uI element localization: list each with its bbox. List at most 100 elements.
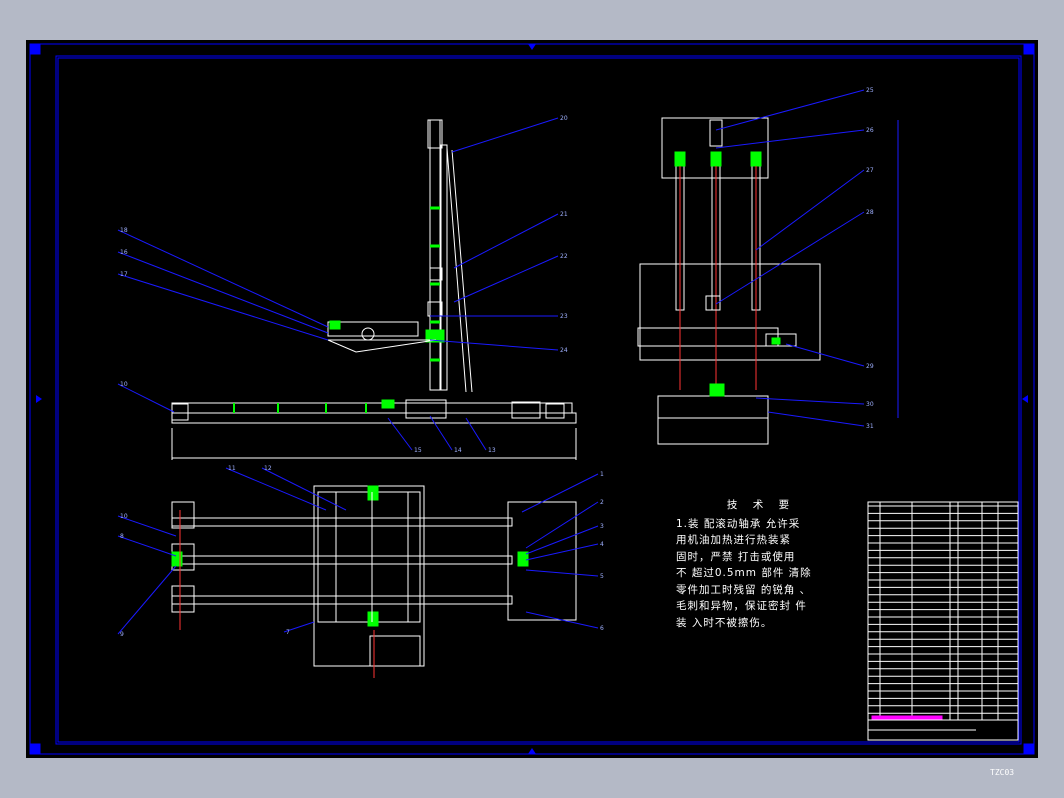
balloon-number: 21 [560, 211, 568, 218]
end-column-cap [674, 151, 686, 167]
leader-line [117, 251, 329, 334]
technical-requirement-line: 1.装 配滚动轴承 允许采 [676, 517, 801, 530]
column-top-block [427, 119, 443, 149]
balloon-number: 13 [488, 447, 496, 454]
top-right-marker [517, 551, 529, 567]
top-end-marker [171, 551, 183, 567]
leader-line [117, 383, 175, 413]
top-end-block [171, 585, 195, 613]
balloon-number: 8 [120, 533, 124, 540]
base-motor [511, 401, 541, 419]
column-slider [429, 267, 443, 281]
top-rail [171, 595, 513, 605]
leader-line [225, 467, 327, 511]
technical-requirement-line: 固时，严禁 打击或使用 [676, 550, 796, 563]
parts-list [867, 501, 1019, 741]
balloon-number: 25 [866, 87, 874, 94]
outer-border [29, 43, 1035, 755]
end-motor-marker [771, 337, 781, 345]
top-rail [171, 517, 513, 527]
balloon-number: 30 [866, 401, 874, 408]
balloon-number: 11 [228, 465, 236, 472]
column-brace [446, 147, 467, 393]
leader-line [283, 621, 315, 633]
balloon-number: 1 [600, 471, 604, 478]
balloon-number: 22 [560, 253, 568, 260]
center-mark [1022, 395, 1028, 403]
top-motor [369, 635, 421, 667]
top-rail [171, 555, 513, 565]
balloon-number: 17 [120, 271, 128, 278]
leader-line [117, 535, 177, 557]
base-motor-2 [545, 403, 565, 419]
end-foot [657, 417, 769, 445]
leader-line [715, 129, 865, 149]
balloon-number: 3 [600, 523, 604, 530]
leader-line [715, 211, 865, 305]
leader-line [453, 255, 559, 303]
center-mark [528, 748, 536, 754]
balloon-number: 12 [264, 465, 272, 472]
balloon-number: 16 [120, 249, 128, 256]
slider-highlight [425, 329, 445, 343]
leader-line [715, 89, 865, 131]
center-mark [528, 44, 536, 50]
carriage-marker [381, 399, 395, 409]
balloon-number: 31 [866, 423, 874, 430]
corner-mark [1023, 43, 1035, 55]
arm [327, 321, 419, 337]
leader-line [525, 611, 599, 629]
leader-line [525, 501, 599, 549]
leader-line [767, 411, 865, 427]
leader-line [117, 229, 329, 328]
end-top-frame [661, 117, 769, 179]
leader-line [117, 565, 177, 635]
leader-line [429, 339, 559, 351]
column-brace [451, 149, 473, 393]
balloon-number: 7 [286, 629, 290, 636]
balloon-number: 4 [600, 541, 604, 548]
balloon-number: 2 [600, 499, 604, 506]
balloon-number: 10 [120, 381, 128, 388]
drawing-number: TZC03 [990, 768, 1015, 777]
balloon-number: 28 [866, 209, 874, 216]
column [429, 119, 441, 391]
balloon-number: 15 [414, 447, 422, 454]
end-top-block [709, 119, 723, 147]
technical-requirements: 技 术 要 1.装 配滚动轴承 允许采 用机油加热进行热装紧 固时，严禁 打击或… [676, 497, 846, 631]
technical-requirements-title: 技 术 要 [726, 499, 796, 511]
leader-line [755, 397, 865, 405]
arm-support [327, 339, 437, 353]
balloon-number: 6 [600, 625, 604, 632]
corner-mark [29, 743, 41, 755]
technical-requirement-line: 零件加工时残留 的锐角 、 [676, 583, 812, 596]
inner-border-2 [57, 57, 1020, 743]
balloon-number: 26 [866, 127, 874, 134]
leader-line [755, 169, 865, 251]
center-mark [36, 395, 42, 403]
end-slider [705, 295, 721, 311]
leader-line [387, 417, 413, 451]
corner-mark [1023, 743, 1035, 755]
end-beam [637, 327, 779, 347]
leader-line [465, 417, 487, 451]
balloon-number: 5 [600, 573, 604, 580]
technical-requirement-line: 装 入时不被擦伤。 [676, 616, 773, 629]
carriage [405, 399, 447, 419]
end-body [639, 263, 821, 361]
leader-line [785, 343, 865, 367]
balloon-number: 24 [560, 347, 568, 354]
arm-pulley [361, 327, 375, 341]
balloon-number: 10 [120, 513, 128, 520]
top-frame-marker [367, 485, 379, 501]
leader-line [117, 515, 177, 537]
end-motor [765, 333, 797, 347]
title-block-highlight [871, 715, 943, 720]
base-end-block [171, 403, 189, 421]
top-frame-inner [317, 491, 421, 623]
balloon-number: 29 [866, 363, 874, 370]
leader-line [525, 525, 599, 555]
balloon-number: 9 [120, 631, 124, 638]
